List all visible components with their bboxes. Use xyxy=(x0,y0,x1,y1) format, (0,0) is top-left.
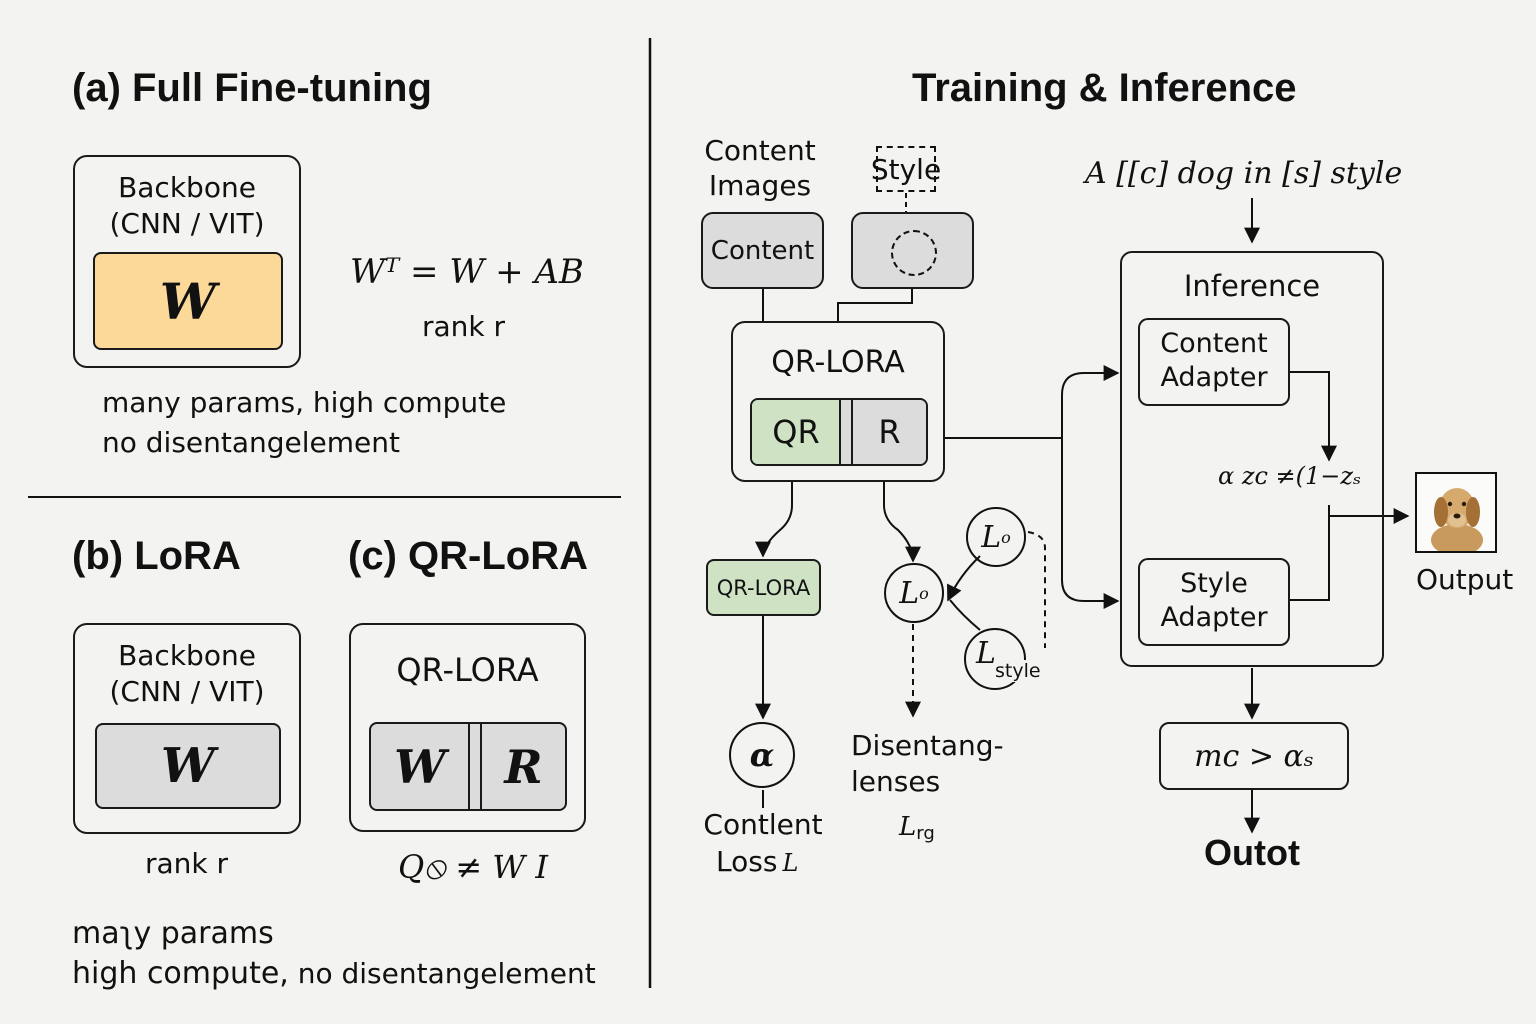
panel-c-title: (c) QR-LoRA xyxy=(348,534,588,578)
qrlora-small-box: QR-LORA xyxy=(706,559,821,616)
output-image xyxy=(1415,472,1497,553)
bottom-note-params: maʅy params xyxy=(72,916,274,951)
content-images-label-2: Images xyxy=(708,169,812,202)
panel-c-qrlora-box: QR-LORA W R xyxy=(349,623,586,832)
block-separator xyxy=(839,400,853,464)
content-loss-label: Contlent xyxy=(703,808,823,841)
w-matrix: W xyxy=(394,739,446,794)
loss-o-symbol: L xyxy=(899,575,920,611)
full-finetune-equation: Wᵀ = W + AB xyxy=(350,252,584,292)
content-adapter-label-2: Adapter xyxy=(1160,362,1268,393)
rank-label-a: rank r xyxy=(422,310,506,343)
qrlora-box-label: QR-LORA xyxy=(396,651,539,689)
panel-b-title: (b) LoRA xyxy=(72,534,241,578)
content-adapter: Content Adapter xyxy=(1138,318,1290,406)
qr-decomposition-block: W R xyxy=(369,722,567,811)
style-adapter-label-2: Adapter xyxy=(1160,602,1268,633)
style-adapter-label: Style xyxy=(1180,568,1248,599)
style-label: Style xyxy=(871,146,941,192)
qr-r-block: QR R xyxy=(750,398,928,466)
loss-style-node: L style xyxy=(964,628,1041,690)
bottom-note-compute: high compute, no disentangelement xyxy=(72,956,596,991)
loss-rg: Lrg xyxy=(899,812,935,844)
loss-style-subscript: style xyxy=(995,660,1041,682)
loss-o-subscript: o xyxy=(919,583,929,603)
content-adapter-label: Content xyxy=(1160,328,1268,359)
q-block: QR xyxy=(752,400,840,464)
style-placeholder-circle xyxy=(891,230,937,276)
loss-rg-subscript: rg xyxy=(916,823,935,845)
note-disentanglement: no disentangelement xyxy=(102,426,401,459)
content-loss-label-2: Loss L xyxy=(716,845,798,878)
text-prompt: A [[c] dog in [s] style xyxy=(1085,156,1403,191)
panel-a-backbone-box: Backbone (CNN / VIT) W xyxy=(73,155,301,368)
output-label: Output xyxy=(1416,563,1514,596)
bottom-note-disentangle-text: no disentangelement xyxy=(288,957,596,990)
mix-formula: α zᴄ ≠(1−zₛ xyxy=(1218,462,1362,490)
training-inference-title: Training & Inference xyxy=(912,66,1297,110)
content-input-box: Content xyxy=(701,212,824,289)
style-adapter: Style Adapter xyxy=(1138,558,1290,646)
loss-style-symbol: L xyxy=(976,636,996,671)
qrlora-module-title: QR-LORA xyxy=(771,345,905,380)
panel-a-title: (a) Full Fine-tuning xyxy=(72,66,432,110)
m-alpha-box: mᴄ > αₛ xyxy=(1159,722,1349,790)
content-images-label: Content xyxy=(704,134,816,167)
backbone-type-label: (CNN / VIT) xyxy=(109,675,265,708)
qr-equation: Q⦸ ≠ W I xyxy=(398,848,548,886)
block-separator xyxy=(468,724,482,809)
inference-module: Inference Content Adapter Style Adapter xyxy=(1120,251,1384,667)
bottom-note-compute-text: high compute, xyxy=(72,956,289,991)
backbone-type-label: (CNN / VIT) xyxy=(109,207,265,240)
loss-o-top-subscript: o xyxy=(1001,527,1011,547)
content-loss-symbol: L xyxy=(782,849,799,877)
loss-o-top-symbol: L xyxy=(981,519,1002,555)
dog-icon xyxy=(1417,474,1495,551)
backbone-label: Backbone xyxy=(118,639,256,672)
content-loss-text: Loss xyxy=(716,845,778,878)
inference-title: Inference xyxy=(1183,269,1321,303)
backbone-label: Backbone xyxy=(118,171,256,204)
qrlora-module: QR-LORA QR R xyxy=(731,321,945,482)
loss-rg-symbol: L xyxy=(899,812,917,842)
final-output-label: Outot xyxy=(1204,832,1300,873)
rank-label-b: rank r xyxy=(145,847,229,880)
weight-matrix-lora: W xyxy=(95,723,281,809)
weight-matrix-full: W xyxy=(93,252,283,350)
alpha-node: α xyxy=(729,722,795,788)
panel-b-backbone-box: Backbone (CNN / VIT) W xyxy=(73,623,301,834)
r-block: R xyxy=(853,400,926,464)
disentanglement-label: Disentang- xyxy=(851,729,1004,762)
note-params: many params, high compute xyxy=(102,386,507,419)
r-matrix: R xyxy=(504,739,543,794)
disentanglement-label-2: lenses xyxy=(851,765,941,798)
style-input-box xyxy=(851,212,974,289)
